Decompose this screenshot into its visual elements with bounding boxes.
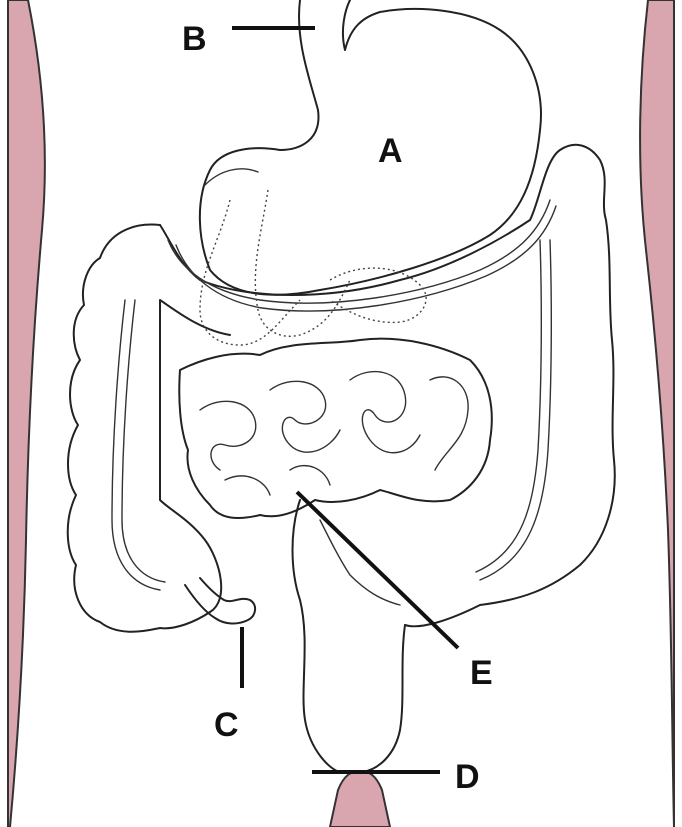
stomach-dotted-curve-1 — [200, 200, 300, 345]
stomach-dotted-curve-2 — [255, 190, 350, 336]
small-intestine-loop-3 — [350, 372, 420, 453]
transverse-colon-band-2 — [176, 206, 556, 311]
label-e: E — [470, 654, 493, 692]
transverse-colon-top — [160, 145, 615, 627]
colon-outline — [68, 225, 230, 632]
small-intestine-loop-5 — [225, 466, 330, 495]
right-body-side — [640, 0, 674, 827]
sigmoid-bumps — [320, 520, 400, 605]
left-body-side — [8, 0, 45, 827]
small-intestine-loop-1 — [200, 401, 256, 470]
colon-inner-line-left-2 — [122, 300, 165, 582]
label-b: B — [182, 20, 207, 58]
pelvic-gap — [330, 772, 390, 827]
label-a: A — [378, 132, 403, 170]
label-d: D — [455, 758, 480, 796]
colon-inner-line-left — [112, 300, 160, 590]
small-intestine-outline — [179, 339, 492, 518]
leader-line-e — [297, 492, 458, 648]
small-intestine-loop-4 — [430, 377, 468, 470]
small-intestine-loop-2 — [270, 381, 340, 452]
label-c: C — [214, 706, 239, 744]
stomach-inner-curve — [205, 169, 258, 185]
stomach-outline — [200, 0, 541, 295]
descending-colon-band-2 — [476, 240, 541, 572]
